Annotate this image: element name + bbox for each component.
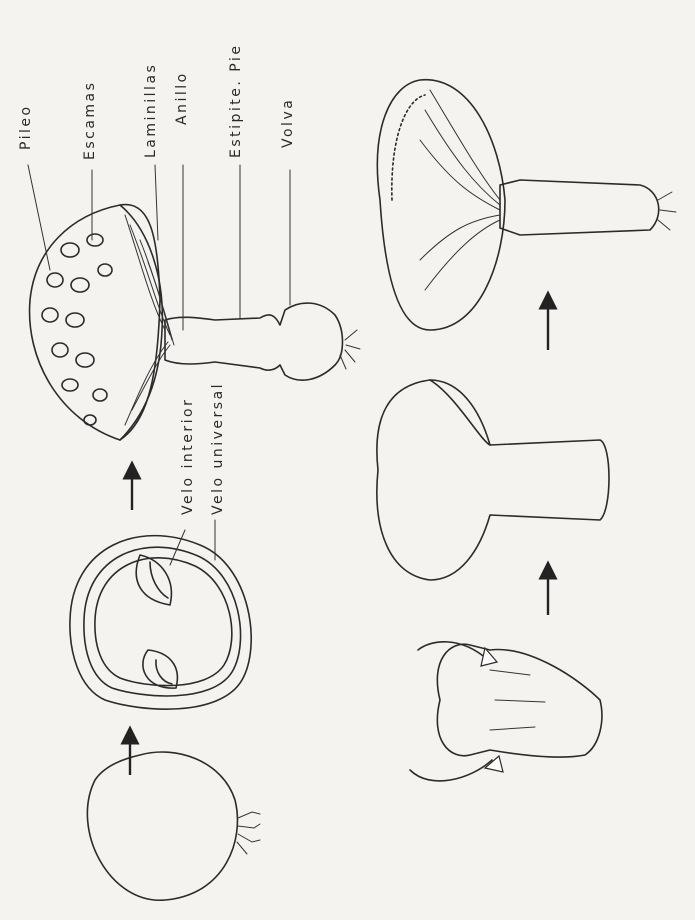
label-velo-interior: Velo interior xyxy=(180,398,196,515)
label-escamas: Escamas xyxy=(82,81,98,160)
label-pileo: Pileo xyxy=(18,104,34,150)
label-leaders xyxy=(28,165,290,330)
open-cap-gills xyxy=(420,90,500,290)
stage-button xyxy=(70,536,251,710)
labels-group: Pileo Escamas Laminillas Anillo Estipite… xyxy=(18,44,296,515)
stage-mature-open xyxy=(377,80,676,330)
label-estipite: Estipite. Pie xyxy=(228,44,244,158)
stage-egg xyxy=(87,752,260,900)
scales xyxy=(42,234,112,425)
label-volva: Volva xyxy=(280,98,296,148)
label-laminillas: Laminillas xyxy=(143,63,159,158)
stage-expanding xyxy=(377,380,609,580)
label-velo-universal: Velo universal xyxy=(210,382,226,515)
stage-young-stipe xyxy=(410,642,602,781)
egg-rootlets xyxy=(237,812,260,854)
label-anillo: Anillo xyxy=(174,71,190,125)
